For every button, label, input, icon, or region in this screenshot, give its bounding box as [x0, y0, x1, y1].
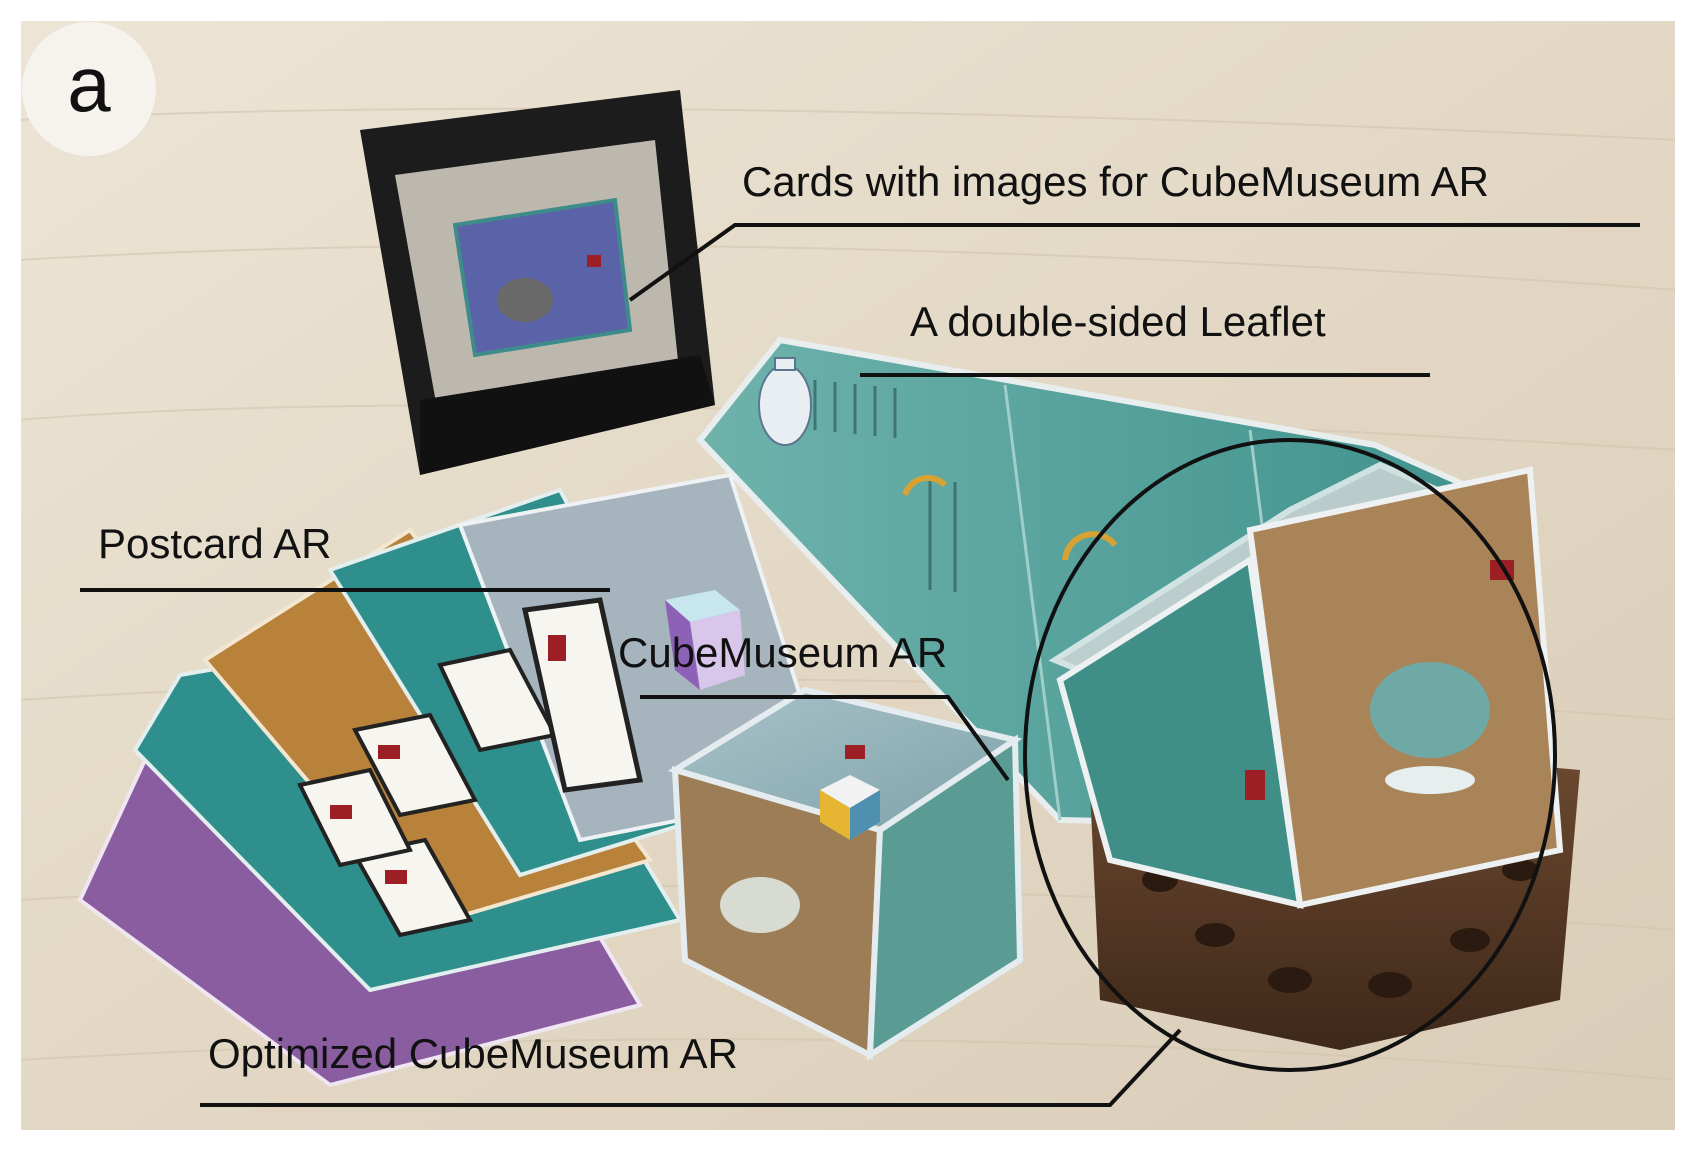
leaflet-text-columns [813, 380, 957, 592]
bronze-mask-image [1370, 662, 1490, 794]
artifact-image [497, 278, 553, 322]
photo-border [15, 15, 1681, 1136]
highlight-circle [1023, 438, 1557, 1072]
leaflet-fold [1003, 384, 1062, 821]
label-leaflet: A double-sided Leaflet [910, 298, 1326, 345]
optimized-cube [1048, 461, 1564, 909]
logo-arc-icon [902, 474, 948, 497]
cube-logo-icon [820, 775, 880, 808]
panel-letter: a [67, 40, 111, 128]
vase-illustration [758, 357, 812, 446]
leader-lines [80, 223, 1640, 1107]
display-frame [360, 90, 715, 475]
panel-label-badge: a [22, 22, 156, 156]
cube-illustration [665, 590, 745, 690]
label-optimized: Optimized CubeMuseum AR [208, 1030, 738, 1077]
label-cards: Cards with images for CubeMuseum AR [742, 158, 1489, 205]
label-cube: CubeMuseum AR [618, 629, 948, 676]
acrylic-cube [667, 686, 1024, 1061]
logo-arc-icon [1062, 531, 1118, 561]
label-postcard: Postcard AR [98, 520, 332, 567]
